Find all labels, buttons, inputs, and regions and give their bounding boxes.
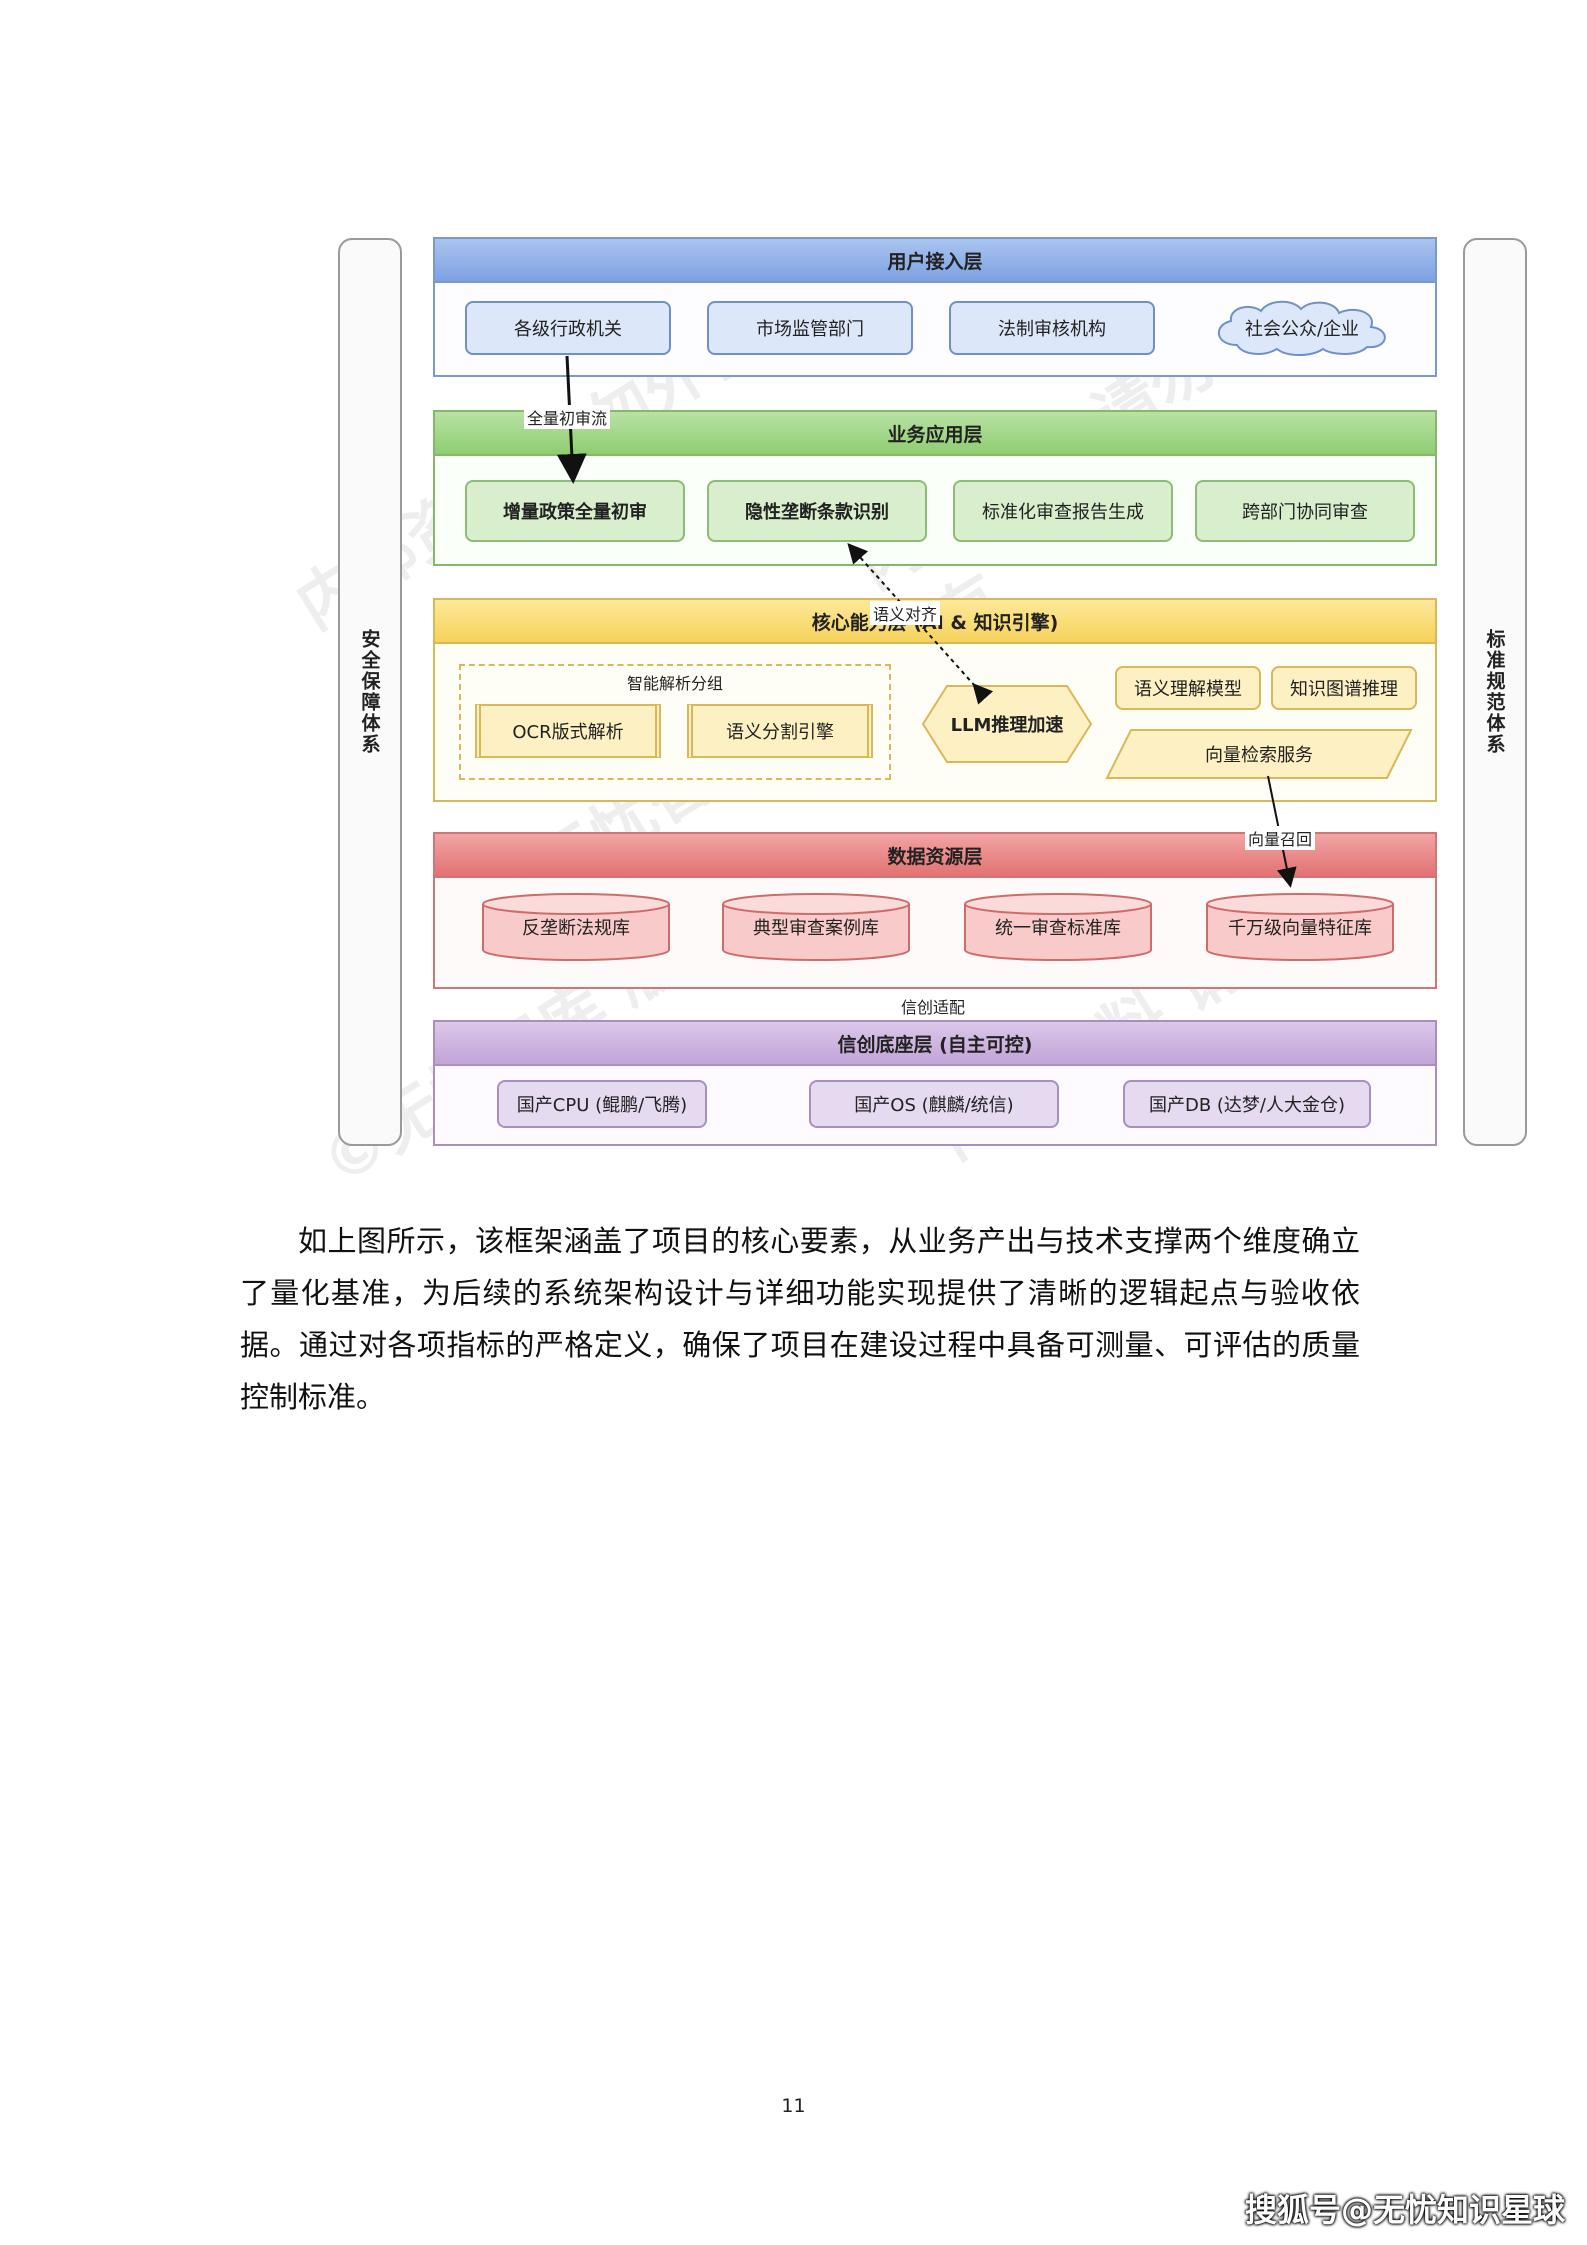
security-system-label: 安全保障体系 [358,629,381,755]
standards-system-label: 标准规范体系 [1483,629,1506,755]
body-paragraph: 如上图所示，该框架涵盖了项目的核心要素，从业务产出与技术支撑两个维度确立了量化基… [240,1215,1360,1423]
db-antitrust-law: 反垄断法规库 [481,892,671,962]
biz-item-monopoly-clause: 隐性垄断条款识别 [707,480,927,542]
user-item-public-enterprise: 社会公众/企业 [1207,297,1397,359]
business-app-layer: 业务应用层 增量政策全量初审 隐性垄断条款识别 标准化审查报告生成 跨部门协同审… [433,410,1437,566]
knowledge-graph-reasoning: 知识图谱推理 [1271,666,1417,710]
xc-adapt-edge-label: 信创适配 [898,994,969,1018]
semantic-segment-engine: 语义分割引擎 [687,704,873,758]
cloud-shape [1218,300,1386,356]
db-review-standards: 统一审查标准库 [963,892,1153,962]
db-review-cases-label: 典型审查案例库 [753,918,879,939]
body-paragraph-text: 如上图所示，该框架涵盖了项目的核心要素，从业务产出与技术支撑两个维度确立了量化基… [240,1224,1360,1414]
db-review-cases: 典型审查案例库 [721,892,911,962]
cylinder-shape [482,893,670,961]
cylinder-shape [1206,893,1394,961]
source-credit: 搜狐号@无忧知识星球 [1244,2191,1565,2229]
biz-item-report-generation: 标准化审查报告生成 [953,480,1173,542]
data-resource-layer: 数据资源层 反垄断法规库 典型审查案例库 统一审查标准库 千万级向量特征库 [433,832,1437,989]
diagram-edges [556,355,1297,888]
user-item-market-regulators: 市场监管部门 [707,301,913,355]
user-item-legal-review-orgs: 法制审核机构 [949,301,1155,355]
vector-search-label: 向量检索服务 [1205,745,1313,766]
xinchuang-base-layer-title: 信创底座层 (自主可控) [435,1022,1435,1066]
public-enterprise-label: 社会公众/企业 [1244,319,1360,340]
xc-domestic-db: 国产DB (达梦/人大金仓) [1123,1080,1371,1128]
parallelogram-shape [1105,729,1413,779]
user-item-admin-organs: 各级行政机关 [465,301,671,355]
full-review-edge-label: 全量初审流 [524,405,611,429]
cylinder-shape [964,893,1152,961]
semantic-model: 语义理解模型 [1115,666,1261,710]
llm-inference-hexagon: LLM推理加速 [921,684,1093,764]
cylinder-shape [722,893,910,961]
vector-recall-edge-label: 向量召回 [1245,826,1316,850]
xinchuang-base-layer: 信创底座层 (自主可控) 国产CPU (鲲鹏/飞腾) 国产OS (麒麟/统信) … [433,1020,1437,1146]
parse-group: 智能解析分组 OCR版式解析 语义分割引擎 [459,664,891,780]
ocr-layout-parse: OCR版式解析 [475,704,661,758]
user-access-layer-title: 用户接入层 [435,239,1435,283]
vector-search-service: 向量检索服务 [1105,728,1413,780]
llm-inference-label: LLM推理加速 [950,715,1064,736]
biz-item-cross-dept: 跨部门协同审查 [1195,480,1415,542]
hexagon-shape [921,685,1093,763]
semantic-align-edge-label: 语义对齐 [870,601,941,625]
parse-group-title: 智能解析分组 [626,674,723,693]
page-number: 11 [781,2095,806,2117]
security-system-pillar: 安全保障体系 [338,238,402,1146]
user-access-layer: 用户接入层 各级行政机关 市场监管部门 法制审核机构 社会公众/企业 [433,237,1437,377]
db-review-standards-label: 统一审查标准库 [995,918,1121,939]
db-vector-features-label: 千万级向量特征库 [1228,918,1372,939]
xc-domestic-cpu: 国产CPU (鲲鹏/飞腾) [497,1080,707,1128]
xc-domestic-os: 国产OS (麒麟/统信) [809,1080,1059,1128]
standards-system-pillar: 标准规范体系 [1463,238,1527,1146]
db-antitrust-law-label: 反垄断法规库 [522,918,630,939]
db-vector-features: 千万级向量特征库 [1205,892,1395,962]
